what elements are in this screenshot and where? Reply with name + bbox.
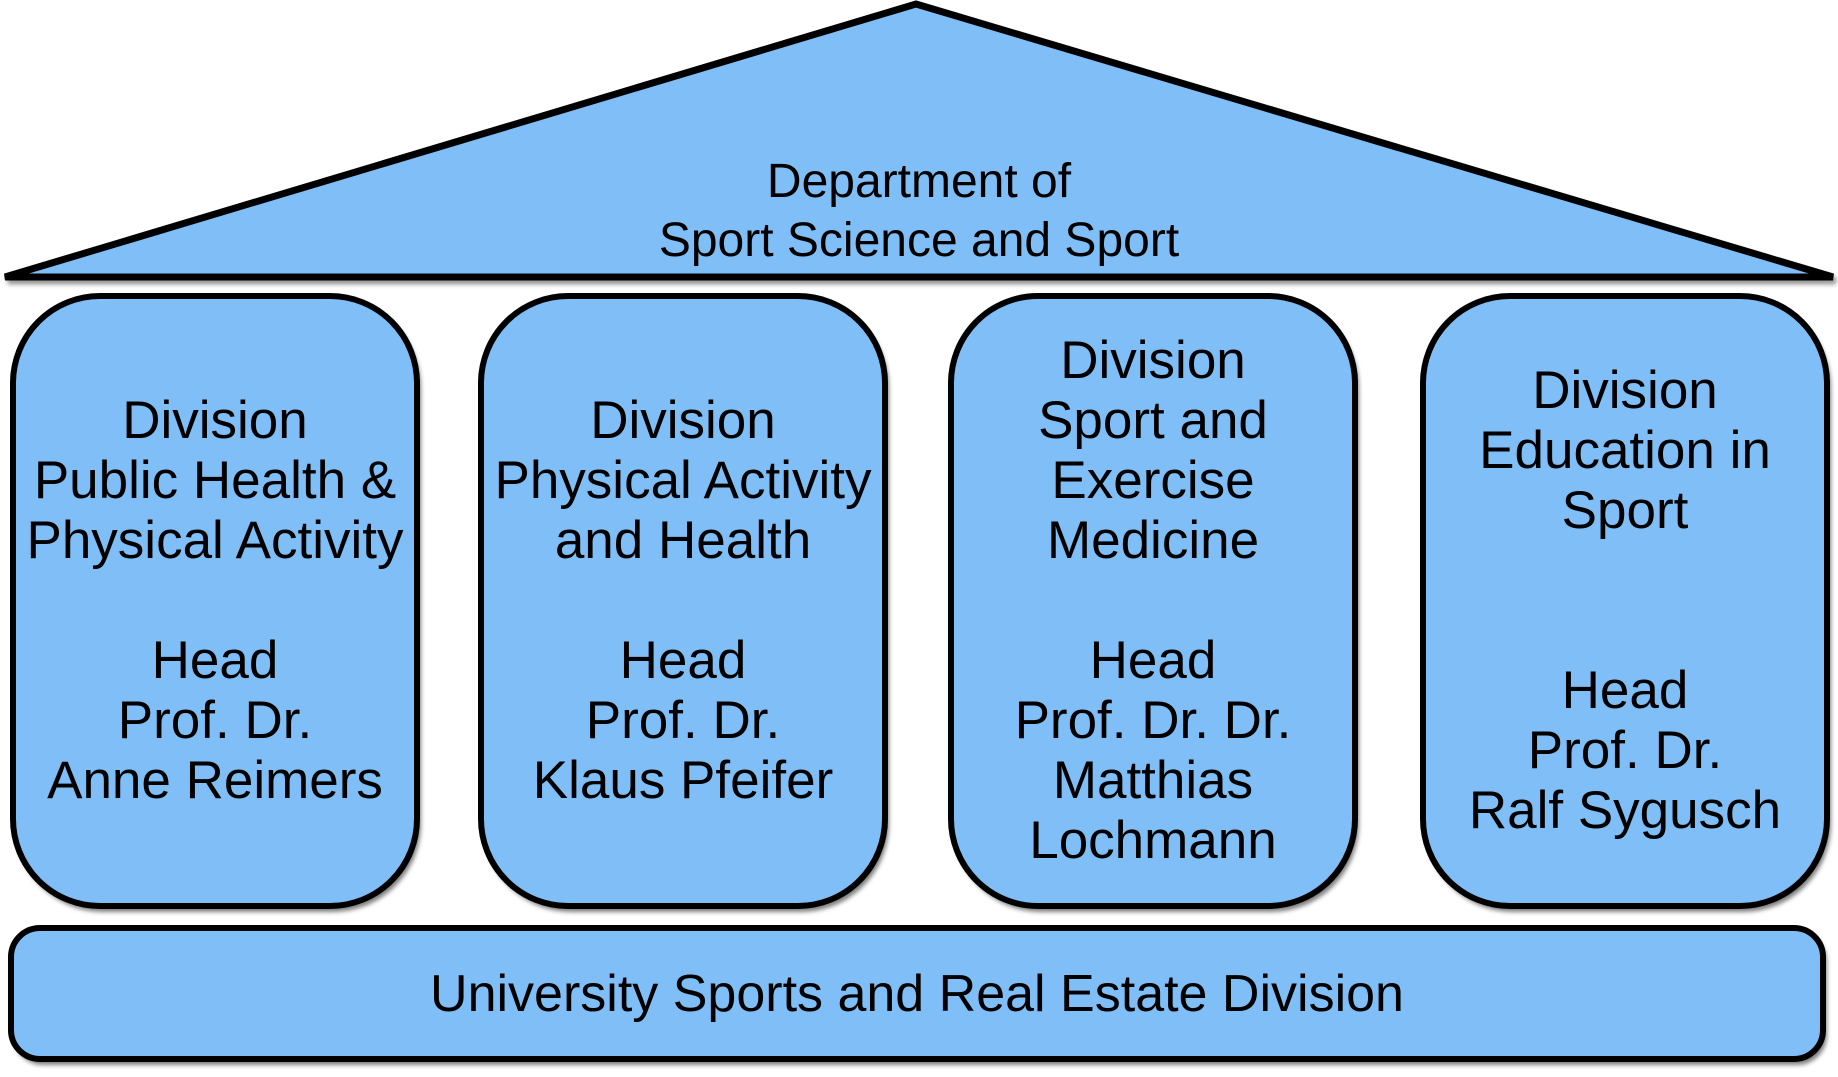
division-head: Head Prof. Dr. Anne Reimers [47, 631, 383, 811]
division-head-line: Prof. Dr. Dr. [1014, 691, 1292, 750]
division-title-line: Division [122, 391, 308, 450]
base-bar-label: University Sports and Real Estate Divisi… [430, 964, 1404, 1023]
division-title-line: Division [590, 391, 776, 450]
division-head-line: Prof. Dr. [117, 691, 313, 750]
roof-triangle [3, 0, 1834, 281]
division-head-line: Lochmann [1029, 811, 1277, 870]
division-title-line: Division [1532, 361, 1718, 420]
division-title: Division Public Health & Physical Activi… [26, 391, 403, 571]
division-title-line: Physical Activity [494, 451, 872, 510]
department-title-line-1: Department of [766, 155, 1072, 208]
division-head-line: Matthias [1052, 751, 1254, 810]
division-head-line: Head [1561, 661, 1689, 720]
division-head-line: Ralf Sygusch [1468, 781, 1782, 840]
division-title-line: Exercise [1051, 451, 1255, 510]
roof-triangle-shape [3, 0, 1834, 281]
pillar-sport-and-exercise-medicine: Division Sport and Exercise Medicine Hea… [948, 293, 1358, 909]
division-head-line: Head [1089, 631, 1217, 690]
division-title-line: Education in [1479, 421, 1771, 480]
division-head-line: Anne Reimers [47, 751, 383, 810]
division-title-line: Public Health & [33, 451, 397, 510]
division-title-line: Division [1060, 331, 1246, 390]
division-head: Head Prof. Dr. Dr. Matthias Lochmann [1015, 631, 1292, 871]
pillar-education-in-sport: Division Education in Sport Head Prof. D… [1420, 293, 1830, 909]
pillar-public-health-physical-activity: Division Public Health & Physical Activi… [10, 293, 420, 909]
department-title: Department of Sport Science and Sport [0, 152, 1838, 270]
division-title-line: Sport and [1038, 391, 1268, 450]
division-title-line: Physical Activity [26, 511, 404, 570]
division-head: Head Prof. Dr. Ralf Sygusch [1469, 661, 1781, 841]
base-bar-university-sports: University Sports and Real Estate Divisi… [8, 925, 1826, 1062]
division-title-line: Medicine [1046, 511, 1260, 570]
division-head: Head Prof. Dr. Klaus Pfeifer [533, 631, 833, 811]
division-title: Division Education in Sport [1479, 361, 1771, 541]
division-head-line: Klaus Pfeifer [532, 751, 834, 810]
division-head-line: Prof. Dr. [585, 691, 781, 750]
division-head-line: Head [151, 631, 279, 690]
division-title-line: Sport [1561, 481, 1689, 540]
department-title-line-2: Sport Science and Sport [658, 214, 1180, 267]
division-title: Division Physical Activity and Health [494, 391, 871, 571]
division-title: Division Sport and Exercise Medicine [1038, 331, 1268, 571]
pillar-physical-activity-and-health: Division Physical Activity and Health He… [478, 293, 888, 909]
division-head-line: Prof. Dr. [1527, 721, 1723, 780]
division-head-line: Head [619, 631, 747, 690]
division-title-line: and Health [554, 511, 812, 570]
